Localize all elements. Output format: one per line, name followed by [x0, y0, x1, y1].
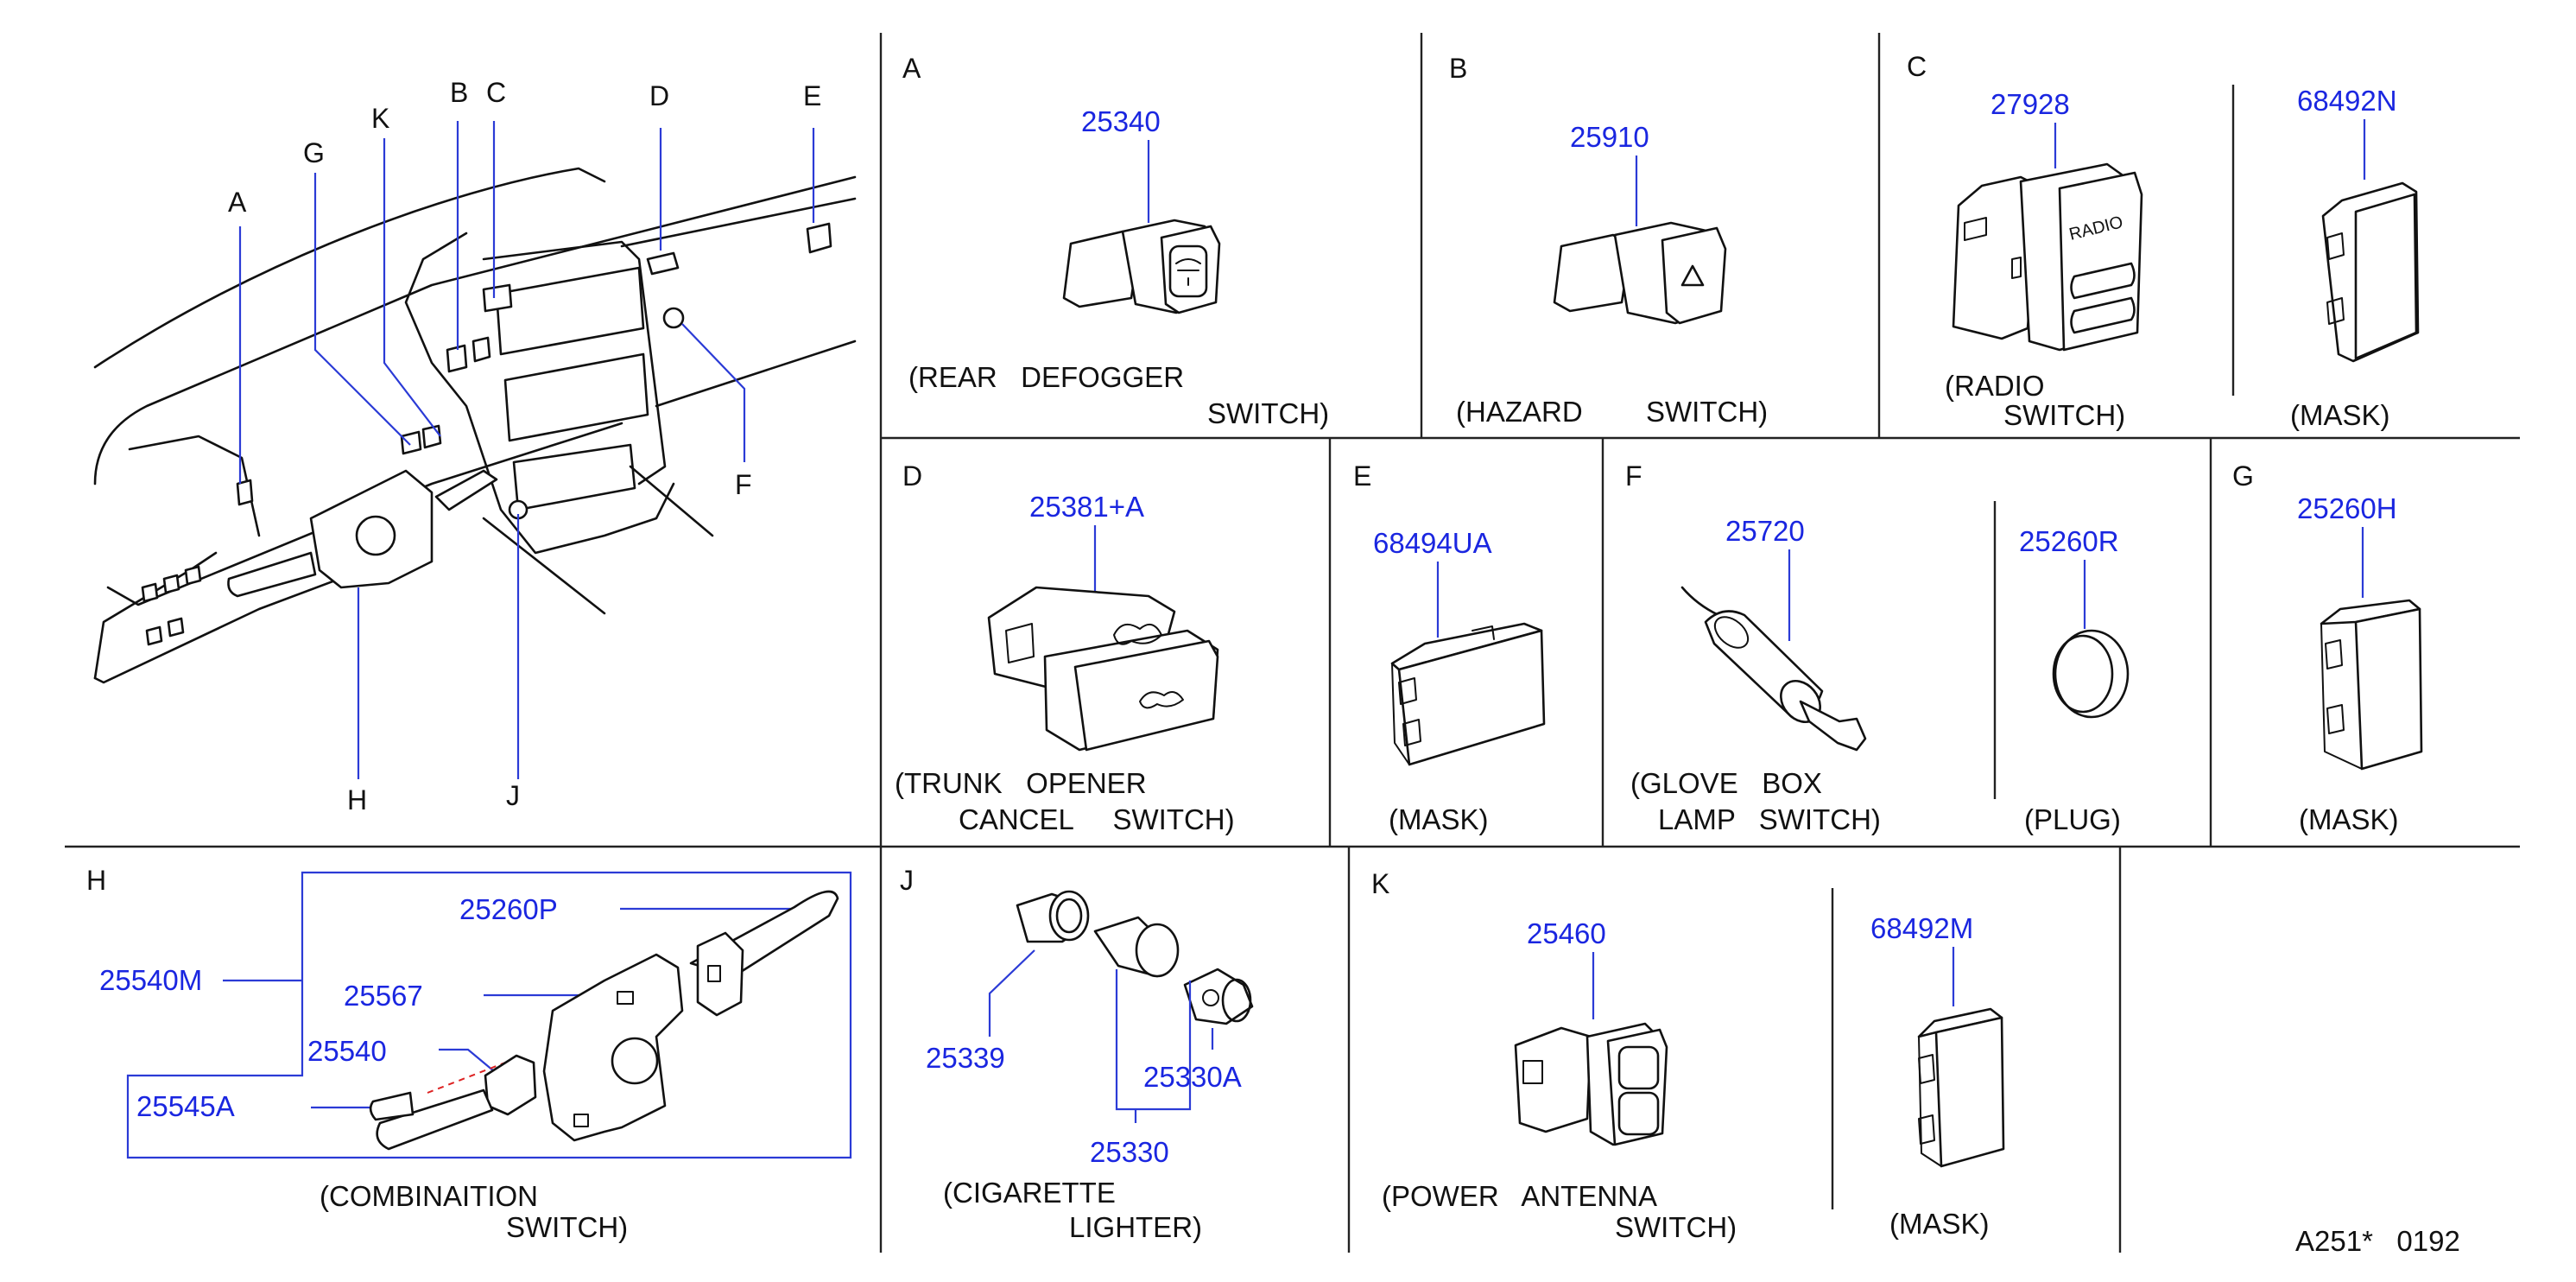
caption: (POWER ANTENNA [1382, 1180, 1657, 1212]
caption: (MASK) [1889, 1208, 1990, 1240]
callout-label: A [228, 187, 247, 218]
part-number: 25339 [926, 1042, 1005, 1074]
caption: SWITCH) [506, 1211, 628, 1243]
section-letter: B [1449, 53, 1467, 84]
callout-label: C [486, 77, 506, 108]
caption: (GLOVE BOX [1630, 767, 1822, 799]
section-letter: A [902, 53, 921, 84]
section-d: D 25381+A (TRUNK OPENER CANCEL SWITCH) [895, 460, 1235, 835]
caption: (CIGARETTE [943, 1177, 1116, 1209]
section-letter: E [1353, 460, 1371, 492]
section-letter: D [902, 460, 922, 492]
mask-e-drawing [1390, 622, 1546, 766]
caption: CANCEL SWITCH) [959, 803, 1235, 835]
part-number: 25340 [1081, 105, 1161, 137]
part-number: 25330 [1090, 1136, 1169, 1168]
callout-label: B [450, 77, 468, 108]
dashboard-overview: A G K B C D E F H J [93, 77, 857, 816]
part-number: 27928 [1991, 88, 2070, 120]
caption: (MASK) [2290, 399, 2390, 431]
part-number: 25567 [344, 980, 423, 1012]
radio-switch-drawing: RADIO [1952, 162, 2143, 352]
section-e: E 68494UA (MASK) [1353, 460, 1546, 835]
section-letter: H [86, 865, 106, 896]
part-number: 25720 [1725, 515, 1805, 547]
part-number: 68492M [1870, 912, 1973, 944]
caption: (MASK) [1389, 803, 1489, 835]
section-a: A 25340 (REAR DEFOGGER SWITCH) [902, 53, 1329, 429]
part-number: 25545A [136, 1090, 235, 1122]
cigarette-lighter-drawing [1016, 890, 1254, 1025]
combination-switch-drawing [369, 890, 839, 1151]
section-letter: G [2232, 460, 2254, 492]
part-number: 25540 [307, 1035, 387, 1067]
plug-drawing [2052, 629, 2130, 719]
part-number: 25260R [2019, 525, 2119, 557]
section-k: K 25460 68492M (POWER ANTENNA SWITCH) (M… [1371, 868, 2005, 1243]
caption: LIGHTER) [1069, 1211, 1202, 1243]
section-letter: J [900, 865, 914, 896]
caption: (RADIO [1945, 370, 2045, 402]
callout-label: D [649, 80, 669, 111]
part-number: 25460 [1527, 917, 1606, 949]
callout-label: K [371, 103, 389, 134]
caption: (PLUG) [2024, 803, 2121, 835]
section-g: G 25260H (MASK) [2232, 460, 2423, 835]
section-grid [65, 33, 2520, 1253]
part-number: 25260H [2297, 492, 2397, 524]
caption: (MASK) [2299, 803, 2399, 835]
part-number: 25381+A [1029, 491, 1144, 523]
part-number: 25910 [1570, 121, 1649, 153]
section-b: B 25910 (HAZARD SWITCH) [1449, 53, 1768, 428]
mask-k-drawing [1917, 1007, 2005, 1168]
part-number: 25330A [1143, 1061, 1242, 1093]
callout-label: F [735, 469, 752, 500]
part-number: 68492N [2297, 85, 2397, 117]
callout-label: J [506, 780, 520, 811]
part-number: 25540M [99, 964, 202, 996]
part-number: 25260P [459, 893, 558, 925]
section-letter: K [1371, 868, 1389, 899]
caption: SWITCH) [1615, 1211, 1737, 1243]
callout-label: G [303, 137, 325, 168]
mask-g-drawing [2320, 599, 2423, 771]
hazard-switch-drawing [1553, 221, 1727, 325]
caption: SWITCH) [1207, 397, 1329, 429]
trunk-opener-switch-drawing [987, 586, 1219, 752]
diagram-code: A251* 0192 [2295, 1225, 2460, 1257]
section-letter: C [1907, 51, 1927, 82]
rear-defogger-switch-drawing [1062, 219, 1221, 314]
section-letter: F [1625, 460, 1642, 492]
part-number: 68494UA [1373, 527, 1492, 559]
caption: SWITCH) [2003, 399, 2125, 431]
caption: LAMP SWITCH) [1658, 803, 1881, 835]
radio-mask-drawing [2321, 181, 2420, 363]
caption: (HAZARD SWITCH) [1456, 396, 1768, 428]
caption: (REAR DEFOGGER [908, 361, 1184, 393]
section-h: H 25260P 25540M 25567 25540 25545A (COMB… [86, 865, 852, 1243]
glove-box-lamp-switch-drawing [1680, 586, 1867, 752]
callout-label: H [347, 784, 367, 816]
power-antenna-switch-drawing [1514, 1022, 1668, 1146]
caption: (COMBINAITION [320, 1180, 538, 1212]
callout-label: E [803, 80, 821, 111]
section-c: C 27928 RADIO 68492N (RADIO SWITCH) (MAS… [1907, 51, 2420, 431]
section-f: F 25720 25260R (GLOVE BOX LAMP SWITCH) (… [1625, 460, 2130, 835]
section-j: J 25339 25330A 25330 (CIGARETTE LIGHTER) [900, 865, 1254, 1243]
caption: (TRUNK OPENER [895, 767, 1147, 799]
